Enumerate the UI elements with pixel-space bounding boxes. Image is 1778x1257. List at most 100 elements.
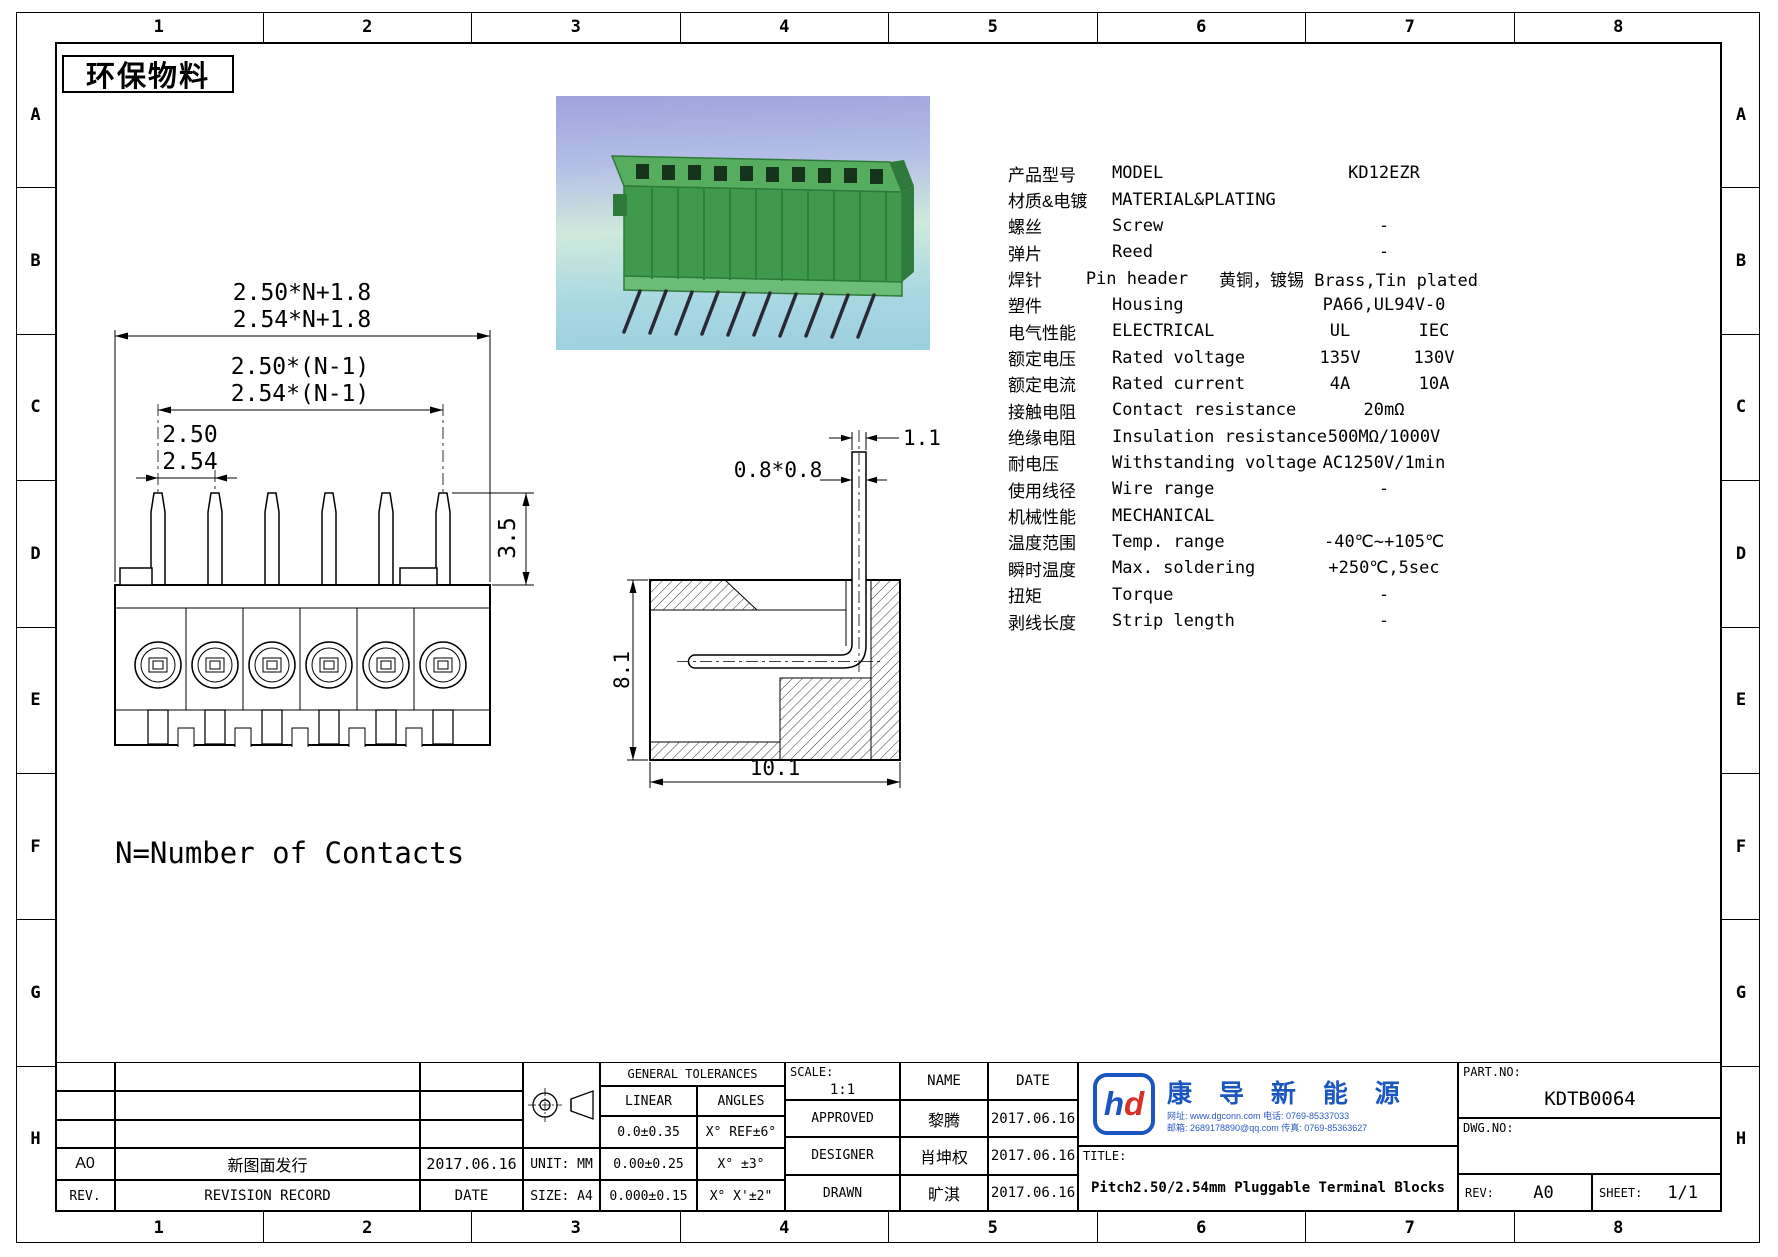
revision-empty-cell [420, 1062, 523, 1091]
revision-empty-cell [55, 1120, 115, 1148]
signature-role: DRAWN [785, 1174, 900, 1212]
rev-label: REV: [1465, 1186, 1494, 1200]
spec-label-cn: 机械性能 [1008, 508, 1076, 528]
spec-row: 接触电阻 Contact resistance 20mΩ [1008, 397, 1478, 423]
zone-column-label: 8 [1613, 17, 1624, 37]
sheet-label: SHEET: [1599, 1186, 1643, 1200]
spec-value-2: 130V [1413, 347, 1455, 368]
part-no-cell: PART.NO: KDTB0064 [1458, 1062, 1722, 1118]
spec-label-cn: 塑件 [1008, 297, 1042, 317]
tolerances-header: GENERAL TOLERANCES [600, 1062, 785, 1086]
drawing-title: Pitch2.50/2.54mm Pluggable Terminal Bloc… [1090, 1180, 1445, 1196]
signature-row: DESIGNER 肖坤权 2017.06.16 [785, 1137, 1078, 1175]
pin-centerlines [677, 430, 883, 672]
dwg-no-label: DWG.NO: [1463, 1121, 1514, 1135]
company-info: 康 导 新 能 源 网址: www.dgconn.com 电话: 0769-85… [1167, 1074, 1410, 1134]
product-photo-graphic [610, 155, 914, 339]
signature-date: 2017.06.16 [988, 1137, 1078, 1175]
dim-span-metric: 2.50*(N-1) [230, 354, 370, 380]
rev-value: A0 [1533, 1183, 1554, 1203]
zone-row-label: G [1722, 920, 1760, 1067]
revision-empty-cell [420, 1091, 523, 1120]
tolerance-angle-value: X° ±3° [697, 1148, 785, 1180]
dim-total-alt: 2.54*N+1.8 [232, 307, 372, 333]
zone-column-label: 5 [889, 1212, 1098, 1243]
front-view-linework [114, 330, 534, 747]
spec-value: KD12EZR [1348, 163, 1420, 184]
tolerance-linear-value: 0.0±0.35 [600, 1116, 697, 1148]
spec-row: 机械性能 MECHANICAL [1008, 502, 1478, 528]
signature-row: DRAWN 旷淇 2017.06.16 [785, 1174, 1078, 1212]
spec-label-cn: 接触电阻 [1008, 402, 1076, 422]
spec-row: 产品型号 MODEL KD12EZR [1008, 160, 1478, 186]
spec-label-en: Strip length [1112, 611, 1235, 632]
spec-value: AC1250V/1min [1322, 452, 1446, 473]
projection-symbol-cell [523, 1062, 600, 1148]
rev-cell: REV: A0 [1458, 1174, 1592, 1212]
zone-row-label: E [16, 628, 55, 774]
dimension-arrows [629, 434, 900, 786]
revision-record: 新图面发行 [115, 1148, 420, 1180]
company-name: 康 导 新 能 源 [1167, 1080, 1410, 1108]
zone-row-label: F [1722, 774, 1760, 921]
spec-row: 耐电压 Withstanding voltage AC1250V/1min [1008, 450, 1478, 476]
tolerance-angle-value: X° X'±2" [697, 1180, 785, 1212]
dimension-lines [114, 330, 534, 586]
signature-date: 2017.06.16 [988, 1100, 1078, 1138]
projection-symbol [528, 1088, 594, 1122]
zone-row-label: B [1722, 188, 1760, 335]
spec-value: 20mΩ [1363, 400, 1405, 421]
side-view-drawing: 1.1 0.8*0.8 8.1 10.1 [610, 420, 960, 815]
scale-value: 1:1 [829, 1082, 856, 1098]
tolerance-linear-value: 0.000±0.15 [600, 1180, 697, 1212]
zone-column-label: 4 [681, 12, 889, 42]
dim-body-height: 8.1 [610, 651, 634, 689]
revision-rev: A0 [55, 1148, 115, 1180]
name-header: NAME [900, 1062, 988, 1100]
spec-row: 温度范围 Temp. range -40℃~+105℃ [1008, 529, 1478, 555]
spec-label-cn: 剥线长度 [1008, 613, 1076, 633]
connector-segments [651, 188, 887, 282]
tolerance-angle-value: X° REF±6° [697, 1116, 785, 1148]
tolerance-rows: 0.0±0.35 X° REF±6° 0.00±0.25 X° ±3° 0.00… [600, 1116, 785, 1212]
zone-column-label: 2 [264, 1212, 472, 1243]
zone-row-label: A [16, 42, 55, 189]
zone-row-label: B [16, 188, 55, 335]
eco-material-stamp: 环保物料 [62, 55, 234, 93]
spec-value: - [1378, 215, 1390, 236]
dwg-no-value [1459, 1137, 1721, 1173]
zone-column-label: 1 [55, 12, 264, 42]
spec-value: PA66,UL94V-0 [1322, 294, 1446, 315]
spec-row: 螺丝 Screw - [1008, 213, 1478, 239]
side-view-linework [627, 430, 901, 788]
spec-value: -40℃~+105℃ [1323, 531, 1445, 552]
spec-value: - [1378, 242, 1390, 263]
spec-label-cn: 温度范围 [1008, 534, 1076, 554]
date-header: DATE [988, 1062, 1078, 1100]
revision-record-header: REVISION RECORD [115, 1180, 420, 1212]
spec-value: - [1378, 479, 1390, 500]
revision-rev-header: REV. [55, 1180, 115, 1212]
zone-column-label: 3 [472, 12, 681, 42]
tolerances-linear-header: LINEAR [600, 1086, 697, 1116]
spec-label-en: MATERIAL&PLATING [1112, 189, 1276, 210]
spec-row: 额定电流 Rated current 4A 10A [1008, 371, 1478, 397]
part-no-value: KDTB0064 [1544, 1088, 1636, 1110]
signature-role: DESIGNER [785, 1137, 900, 1175]
zone-row-label: H [1735, 1129, 1747, 1150]
contact-circles [134, 641, 467, 689]
zone-column-label: 2 [264, 12, 472, 42]
logo-letter-h: h [1103, 1085, 1124, 1122]
spec-row: 塑件 Housing PA66,UL94V-0 [1008, 292, 1478, 318]
revision-empty-cell [115, 1091, 420, 1120]
spec-row: 扭矩 Torque - [1008, 582, 1478, 608]
tolerance-row: 0.0±0.35 X° REF±6° [600, 1116, 785, 1148]
dim-pin-section: 0.8*0.8 [733, 458, 823, 482]
spec-label-en: MODEL [1112, 163, 1164, 184]
tolerances-angles-header: ANGLES [697, 1086, 785, 1116]
zone-column-label: 8 [1613, 1217, 1624, 1238]
spec-label-en: Temp. range [1112, 531, 1225, 552]
housing-section [649, 579, 901, 761]
zone-row-label: G [16, 920, 55, 1067]
